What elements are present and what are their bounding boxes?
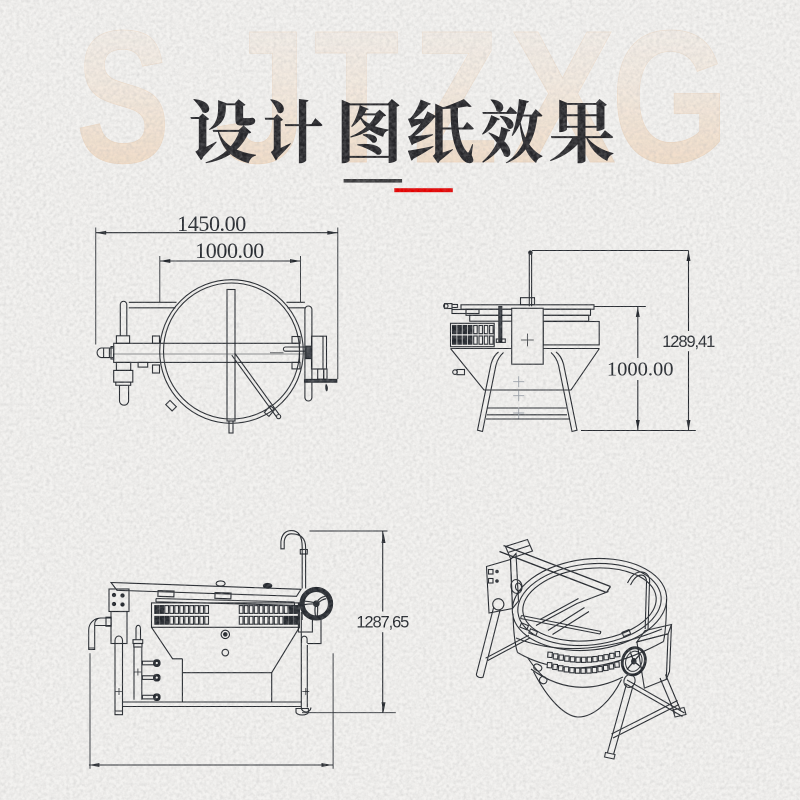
svg-text:1289,41: 1289,41 <box>662 333 715 351</box>
svg-text:1000.00: 1000.00 <box>607 359 674 381</box>
svg-text:1000.00: 1000.00 <box>195 238 264 263</box>
svg-text:1287,65: 1287,65 <box>356 613 409 631</box>
svg-text:1450.00: 1450.00 <box>177 211 246 236</box>
